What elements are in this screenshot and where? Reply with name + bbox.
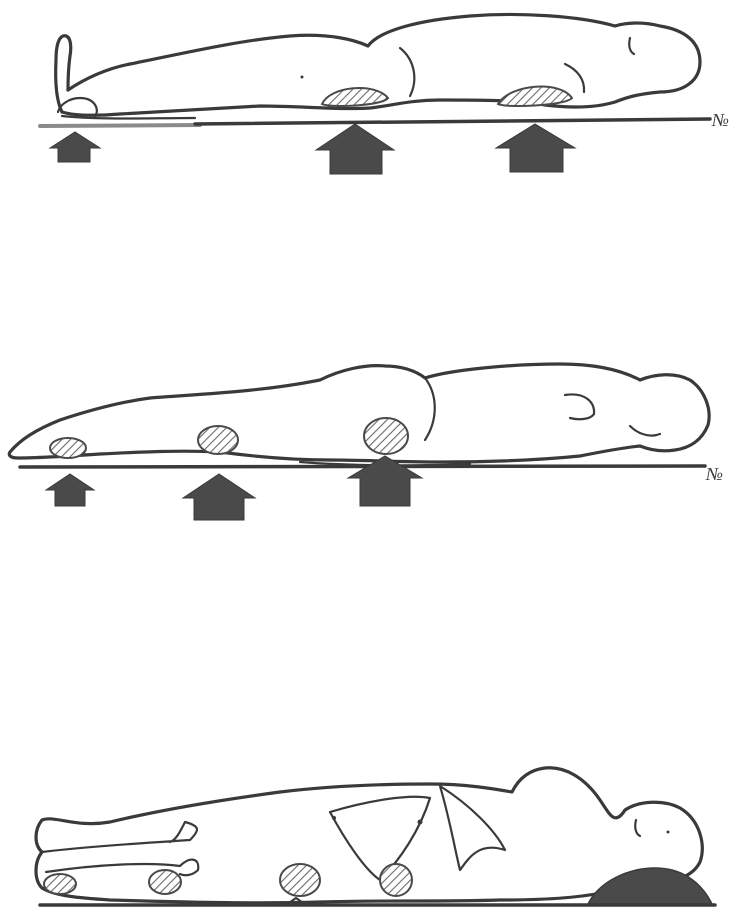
pressure-arrow-heels <box>50 132 100 162</box>
contact-pad-knee-lateral <box>149 870 181 894</box>
contact-pad-hip <box>280 864 320 896</box>
pressure-arrow-knees <box>183 474 255 520</box>
pressure-arrow-shoulders <box>496 124 575 172</box>
shoulder-line <box>565 64 584 92</box>
navel-dot <box>301 76 304 79</box>
body-outline-lateral <box>36 768 702 903</box>
shoulder-contour <box>565 394 594 419</box>
panel-1-label: № <box>711 110 729 130</box>
arm-outline <box>440 786 505 870</box>
support-surface-2 <box>20 466 705 467</box>
face-line-prone <box>630 426 660 436</box>
contact-pad-shoulders <box>498 87 572 106</box>
contact-pad-toes <box>50 438 86 458</box>
contact-pad-pelvis-prone <box>364 418 408 454</box>
chest-outline <box>330 797 430 880</box>
face-line <box>629 38 634 54</box>
pressure-arrow-pelvis <box>316 124 394 174</box>
contact-pad-pelvis <box>322 88 388 106</box>
pressure-arrow-toes <box>46 474 94 506</box>
panel-2-label: № <box>705 464 723 484</box>
panel-2: № <box>9 364 723 520</box>
body-outline-prone <box>9 364 709 462</box>
eye-dot <box>667 831 670 834</box>
joint-dot <box>332 816 336 820</box>
leg-upper <box>42 822 197 852</box>
under-leg-line <box>62 116 195 119</box>
contact-pad-shoulder-lateral <box>380 864 412 896</box>
arm-line <box>400 48 414 96</box>
pressure-arrow-pelvis-prone <box>348 456 422 506</box>
panel-1: № <box>40 14 729 174</box>
navel-dot-lateral <box>418 820 423 825</box>
contact-pad-knees <box>198 426 238 454</box>
arm-fold <box>425 378 435 440</box>
panel-3 <box>36 768 715 905</box>
support-surface-padded <box>40 125 200 126</box>
contact-pad-ankle <box>44 874 76 894</box>
face-line-lateral <box>635 820 640 836</box>
head-support-cushion <box>588 868 712 904</box>
support-surface <box>195 119 710 124</box>
